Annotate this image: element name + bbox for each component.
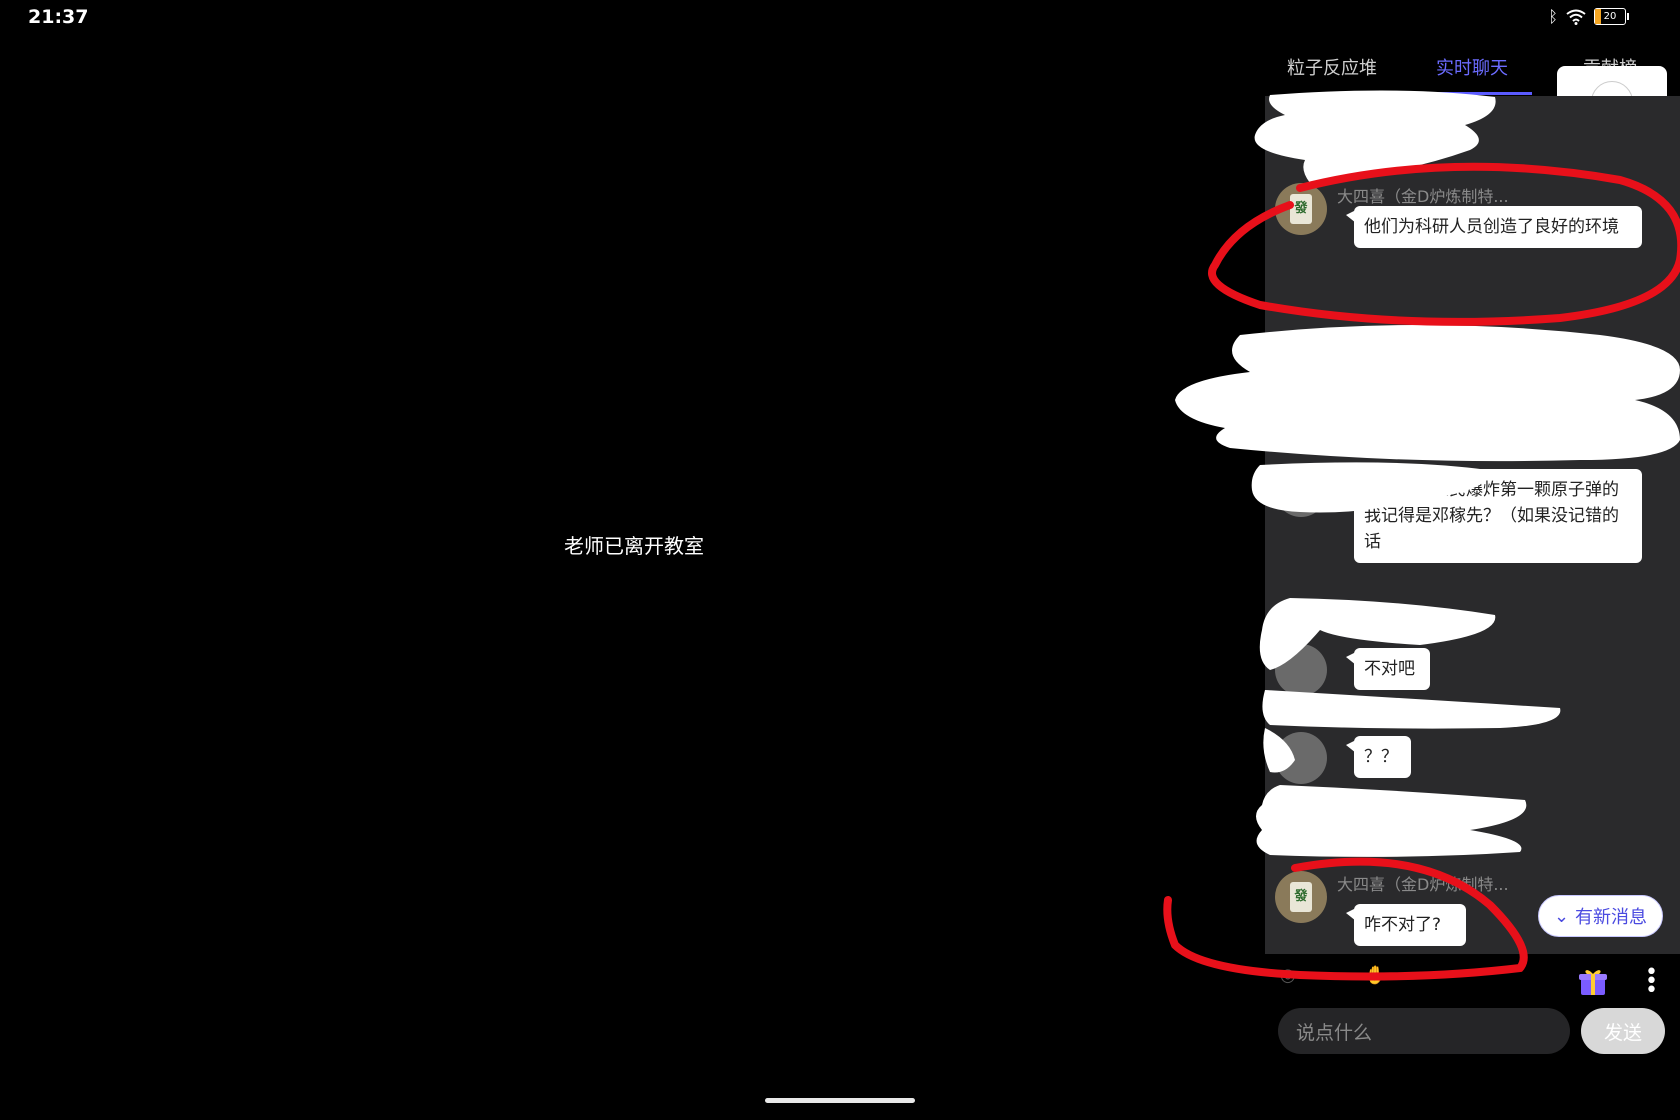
active-tab-indicator (1427, 92, 1532, 95)
status-icons: ᛒ 20 (1548, 7, 1629, 26)
mahjong-tile-avatar: 發 (1290, 194, 1312, 224)
status-time: 21:37 (28, 6, 89, 28)
send-button[interactable]: 发送 (1581, 1008, 1665, 1054)
classroom-status-text: 老师已离开教室 (564, 534, 704, 558)
tab-particle-reactor[interactable]: 粒子反应堆 (1287, 58, 1377, 79)
red-annotation-circles (1163, 162, 1680, 981)
home-indicator[interactable] (765, 1098, 915, 1103)
chevron-double-down-icon: ⌄ (1553, 905, 1570, 927)
mahjong-tile-avatar: 發 (1290, 882, 1312, 912)
message-bubble: 咋不对了? (1346, 904, 1466, 946)
new-messages-button[interactable]: ⌄ 有新消息 (1538, 895, 1663, 937)
bluetooth-icon: ᛒ (1548, 7, 1558, 26)
message-bubble: 不对吧 (1346, 648, 1430, 690)
tab-live-chat[interactable]: 实时聊天 (1436, 58, 1508, 79)
chat-input-placeholder: 说点什么 (1296, 1021, 1373, 1044)
gift-icon[interactable] (1577, 965, 1609, 997)
wifi-icon (1566, 9, 1586, 25)
avatar[interactable]: 發 (1275, 871, 1327, 923)
new-messages-label: 有新消息 (1575, 907, 1648, 928)
sender-name: 大四喜（金D炉炼制特... (1337, 187, 1509, 206)
battery-icon: 20 (1594, 8, 1629, 25)
chat-input[interactable]: 说点什么 (1278, 1008, 1570, 1054)
message-bubble: 他们为科研人员创造了良好的环境 (1346, 206, 1642, 248)
message-bubble: ？？ (1346, 736, 1411, 778)
battery-level: 20 (1603, 11, 1617, 22)
white-scribbles (1175, 90, 1680, 857)
